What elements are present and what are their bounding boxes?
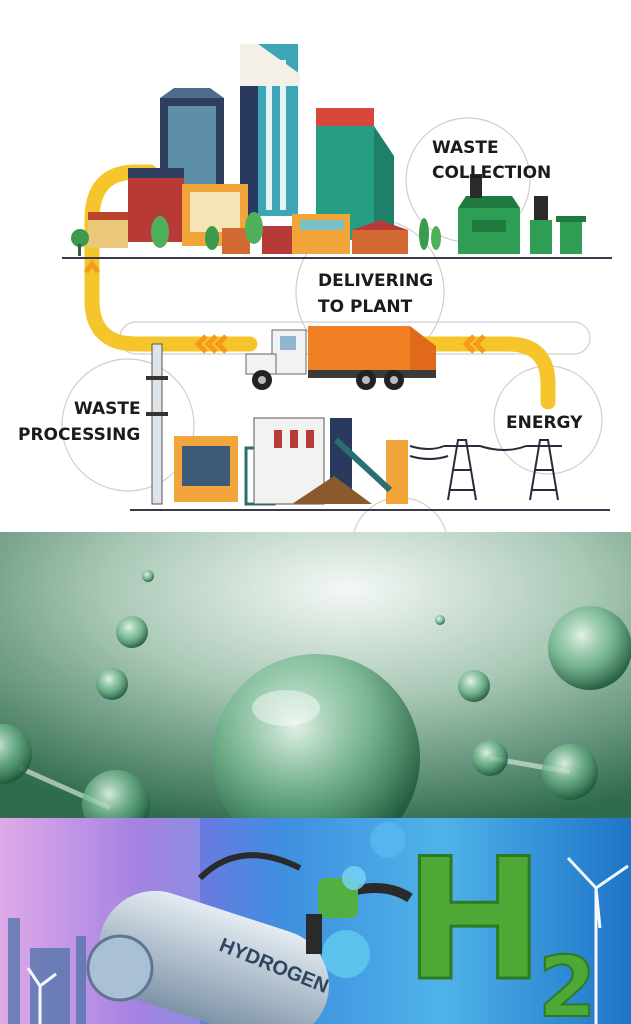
label-waste-processing-line2: PROCESSING <box>18 425 140 445</box>
green-hydrogen-photo: HYDROGEN H 2 <box>0 818 631 1024</box>
ground-lines <box>62 257 612 511</box>
label-delivering-line2: TO PLANT <box>318 297 413 317</box>
infographic-canvas: WASTE COLLECTION DELIVERING TO PLANT WAS… <box>18 44 612 532</box>
label-waste-collection-line2: COLLECTION <box>432 163 551 183</box>
label-energy: ENERGY <box>506 413 583 433</box>
waste-bins <box>458 174 586 254</box>
processing-plant <box>146 343 408 506</box>
city-skyline <box>71 44 441 256</box>
power-pylons <box>409 439 562 501</box>
garbage-truck <box>245 326 436 390</box>
bubbles-canvas <box>0 532 631 818</box>
label-delivering-line1: DELIVERING <box>318 271 433 291</box>
waste-to-energy-infographic: WASTE COLLECTION DELIVERING TO PLANT WAS… <box>18 44 612 532</box>
h2-symbol-letter: H <box>404 822 545 1018</box>
label-waste-processing-line1: WASTE <box>74 399 141 419</box>
hydrogen-canvas: HYDROGEN H 2 <box>0 818 631 1024</box>
loop-chevrons <box>84 259 486 354</box>
molecule-spheres <box>322 822 406 978</box>
hydrogen-bubbles-photo <box>0 532 631 818</box>
h2-subscript: 2 <box>538 938 596 1024</box>
refinery-silhouette <box>8 918 86 1024</box>
molecule-bubbles <box>0 570 631 818</box>
label-waste-collection-line1: WASTE <box>432 138 499 158</box>
wind-turbines <box>26 856 629 1024</box>
